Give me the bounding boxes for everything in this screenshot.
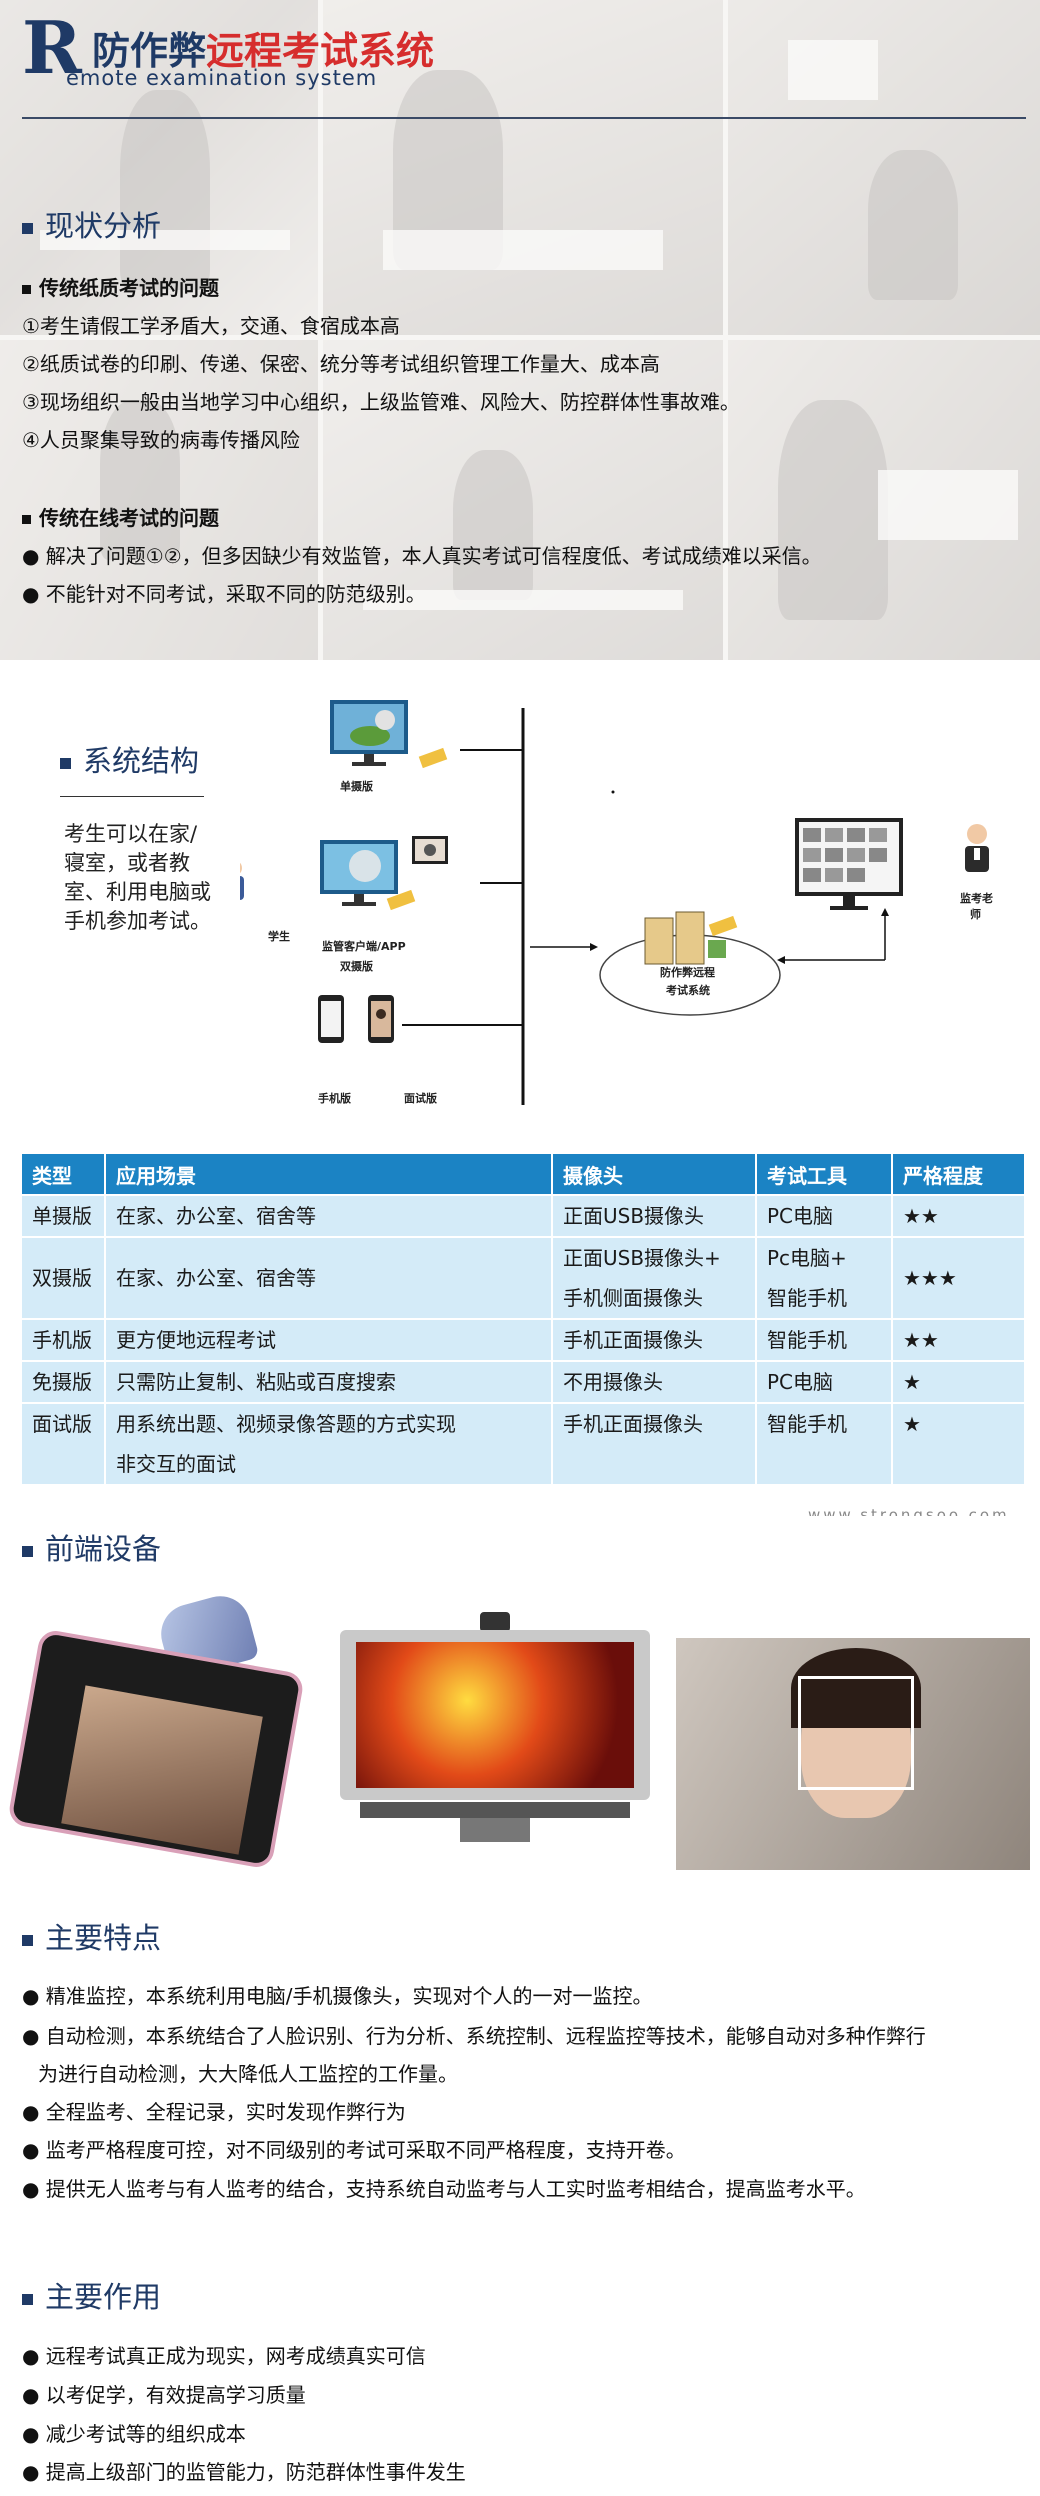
list-item: ③现场组织一般由当地学习中心组织，上级监管难、风险大、防控群体性事故难。: [22, 390, 740, 414]
subheading-online-exam: 传统在线考试的问题: [22, 502, 219, 531]
version-comparison-table: 类型 应用场景 摄像头 考试工具 严格程度 单摄版 在家、办公室、宿舍等 正面U…: [22, 1154, 1026, 1484]
list-item: ● 提供无人监考与有人监考的结合，支持系统自动监考与人工实时监考相结合，提高监考…: [22, 2177, 866, 2201]
list-item: ● 不能针对不同考试，采取不同的防范级别。: [22, 582, 426, 606]
cell-type: 面试版: [22, 1402, 106, 1484]
label-student: 学生: [268, 930, 290, 943]
watermark-text: www.strongsoo.com: [808, 1506, 1010, 1516]
phone-interview-icon: [368, 995, 394, 1043]
system-structure-diagram: [240, 700, 989, 1105]
list-item: ● 提高上级部门的监管能力，防范群体性事件发生: [22, 2460, 466, 2484]
label-interview: 面试版: [404, 1092, 437, 1105]
cell-scene: 在家、办公室、宿舍等: [106, 1194, 553, 1236]
cell-level: ★: [893, 1360, 1026, 1402]
list-item: ● 解决了问题①②，但多因缺少有效监管，本人真实考试可信程度低、考试成绩难以采信…: [22, 544, 822, 568]
column-header: 应用场景: [106, 1154, 553, 1194]
cell-scene: 用系统出题、视频录像答题的方式实现非交互的面试: [106, 1402, 553, 1484]
subheading-paper-exam: 传统纸质考试的问题: [22, 272, 219, 301]
teacher-avatar: [965, 824, 989, 872]
table-row: 双摄版 在家、办公室、宿舍等 正面USB摄像头+手机侧面摄像头 Pc电脑+智能手…: [22, 1236, 1026, 1318]
cell-tool: 智能手机: [757, 1402, 893, 1484]
cell-tool: PC电脑: [757, 1360, 893, 1402]
list-item: ● 远程考试真正成为现实，网考成绩真实可信: [22, 2344, 426, 2368]
label-phone: 手机版: [318, 1092, 351, 1105]
cell-type: 手机版: [22, 1318, 106, 1360]
title-divider: [22, 117, 1026, 119]
table-header-row: 类型 应用场景 摄像头 考试工具 严格程度: [22, 1154, 1026, 1194]
phone-device-image: [6, 1589, 306, 1870]
cell-camera: 手机正面摄像头: [553, 1402, 757, 1484]
table-row: 单摄版 在家、办公室、宿舍等 正面USB摄像头 PC电脑 ★★: [22, 1194, 1026, 1236]
section-heading-features: 主要特点: [22, 1915, 161, 1957]
label-dual-camera: 双摄版: [340, 960, 373, 973]
label-client: 监管客户端/APP: [322, 940, 406, 953]
student-avatar: [240, 862, 244, 900]
column-header: 类型: [22, 1154, 106, 1194]
cell-type: 单摄版: [22, 1194, 106, 1236]
monitor-icon: [330, 700, 448, 769]
column-header: 考试工具: [757, 1154, 893, 1194]
cell-type: 双摄版: [22, 1236, 106, 1318]
list-item: ● 精准监控，本系统利用电脑/手机摄像头，实现对个人的一对一监控。: [22, 1984, 653, 2008]
label-server: 防作弊远程: [660, 966, 715, 979]
column-header: 摄像头: [553, 1154, 757, 1194]
cell-camera: 正面USB摄像头: [553, 1194, 757, 1236]
section-heading-devices: 前端设备: [22, 1526, 161, 1568]
list-item: ④人员聚集导致的病毒传播风险: [22, 428, 300, 452]
phone-icon: [318, 995, 344, 1043]
cell-scene: 更方便地远程考试: [106, 1318, 553, 1360]
table-row: 手机版 更方便地远程考试 手机正面摄像头 智能手机 ★★: [22, 1318, 1026, 1360]
list-item: ①考生请假工学矛盾大，交通、食宿成本高: [22, 314, 400, 338]
list-item: ● 监考严格程度可控，对不同级别的考试可采取不同严格程度，支持开卷。: [22, 2138, 686, 2162]
cell-type: 免摄版: [22, 1360, 106, 1402]
cell-tool: 智能手机: [757, 1318, 893, 1360]
dual-camera-setup-icon: [320, 836, 448, 911]
cell-level: ★★★: [893, 1236, 1026, 1318]
label-teacher: 监考老: [960, 892, 993, 905]
desktop-monitor-image: [340, 1612, 650, 1850]
table-row: 免摄版 只需防止复制、粘贴或百度搜索 不用摄像头 PC电脑 ★: [22, 1360, 1026, 1402]
list-item: ● 自动检测，本系统结合了人脸识别、行为分析、系统控制、远程监控等技术，能够自动…: [22, 2024, 926, 2048]
heading-underline: [60, 796, 204, 797]
server-icon: [599, 911, 781, 1016]
cell-scene: 只需防止复制、粘贴或百度搜索: [106, 1360, 553, 1402]
cell-level: ★★: [893, 1318, 1026, 1360]
section-heading-effects: 主要作用: [22, 2274, 161, 2316]
monitoring-screen-icon: [795, 818, 903, 910]
page-title: 防作弊远程考试系统: [92, 29, 435, 73]
structure-description: 考生可以在家/寝室，或者教室、利用电脑或手机参加考试。: [64, 822, 211, 933]
hero-section: R 防作弊远程考试系统 emote examination system 现状分…: [0, 0, 1040, 660]
label-server-2: 考试系统: [666, 984, 710, 997]
list-item: 为进行自动检测，大大降低人工监控的工作量。: [38, 2062, 458, 2086]
cell-tool: Pc电脑+智能手机: [757, 1236, 893, 1318]
cell-level: ★: [893, 1402, 1026, 1484]
face-recognition-image: [676, 1638, 1030, 1870]
list-item: ● 全程监考、全程记录，实时发现作弊行为: [22, 2100, 406, 2124]
logo-letter: R: [22, 5, 82, 90]
cell-tool: PC电脑: [757, 1194, 893, 1236]
cell-camera: 手机正面摄像头: [553, 1318, 757, 1360]
label-teacher-2: 师: [970, 908, 981, 921]
table-row: 面试版 用系统出题、视频录像答题的方式实现非交互的面试 手机正面摄像头 智能手机…: [22, 1402, 1026, 1484]
list-item: ● 以考促学，有效提高学习质量: [22, 2383, 306, 2407]
section-heading-structure: 系统结构: [60, 738, 199, 780]
section-heading-status: 现状分析: [22, 203, 161, 245]
list-item: ● 减少考试等的组织成本: [22, 2422, 246, 2446]
column-header: 严格程度: [893, 1154, 1026, 1194]
cell-camera: 不用摄像头: [553, 1360, 757, 1402]
label-single-camera: 单摄版: [340, 780, 373, 793]
cell-level: ★★: [893, 1194, 1026, 1236]
page-subtitle: emote examination system: [66, 66, 378, 90]
list-item: ②纸质试卷的印刷、传递、保密、统分等考试组织管理工作量大、成本高: [22, 352, 660, 376]
cell-scene: 在家、办公室、宿舍等: [106, 1236, 553, 1318]
cell-camera: 正面USB摄像头+手机侧面摄像头: [553, 1236, 757, 1318]
